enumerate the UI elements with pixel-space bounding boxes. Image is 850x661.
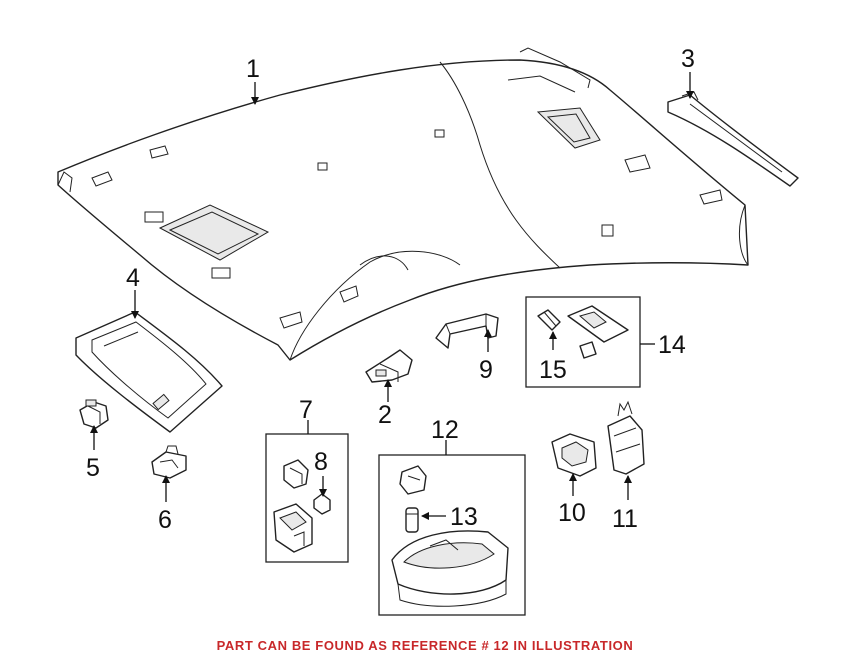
sun-visor-part[interactable] bbox=[75, 311, 223, 433]
callout-12: 12 bbox=[431, 416, 459, 444]
leader-lines bbox=[90, 72, 694, 520]
visor-clip-part[interactable] bbox=[79, 399, 109, 429]
lamp-part-10[interactable] bbox=[551, 433, 597, 477]
clip-part-12[interactable] bbox=[399, 465, 427, 495]
callout-7: 7 bbox=[299, 396, 313, 424]
bracket-part[interactable] bbox=[365, 349, 413, 383]
callout-3: 3 bbox=[681, 45, 695, 73]
lamp-housing-part-7[interactable] bbox=[273, 503, 313, 553]
socket-part-8[interactable] bbox=[313, 493, 331, 515]
callout-14: 14 bbox=[658, 331, 686, 359]
callout-1: 1 bbox=[246, 55, 260, 83]
coat-hook-part[interactable] bbox=[151, 445, 187, 479]
callout-2: 2 bbox=[378, 401, 392, 429]
lamp-lens-part[interactable] bbox=[567, 305, 629, 343]
box-12 bbox=[378, 454, 526, 616]
box-14 bbox=[525, 296, 641, 388]
box-7 bbox=[265, 433, 349, 563]
module-part-11[interactable] bbox=[607, 400, 645, 475]
callout-8: 8 bbox=[314, 448, 328, 476]
headliner-part[interactable] bbox=[57, 47, 749, 361]
callout-5: 5 bbox=[86, 454, 100, 482]
footer-note: PART CAN BE FOUND AS REFERENCE # 12 IN I… bbox=[216, 638, 634, 653]
roof-side-trim-part[interactable] bbox=[667, 91, 799, 187]
bulb-part-13[interactable] bbox=[405, 507, 419, 533]
callout-10: 10 bbox=[558, 499, 586, 527]
bulb-part-8[interactable] bbox=[283, 459, 309, 489]
callout-6: 6 bbox=[158, 506, 172, 534]
overhead-console-part-12[interactable] bbox=[391, 530, 509, 607]
bulb-socket-part-15[interactable] bbox=[579, 341, 597, 359]
bulb-part-15[interactable] bbox=[537, 309, 561, 331]
grab-handle-part[interactable] bbox=[435, 313, 499, 349]
callout-15: 15 bbox=[539, 356, 567, 384]
callout-13: 13 bbox=[450, 503, 478, 531]
callout-11: 11 bbox=[612, 505, 638, 533]
callout-4: 4 bbox=[126, 264, 140, 292]
callout-9: 9 bbox=[479, 356, 493, 384]
